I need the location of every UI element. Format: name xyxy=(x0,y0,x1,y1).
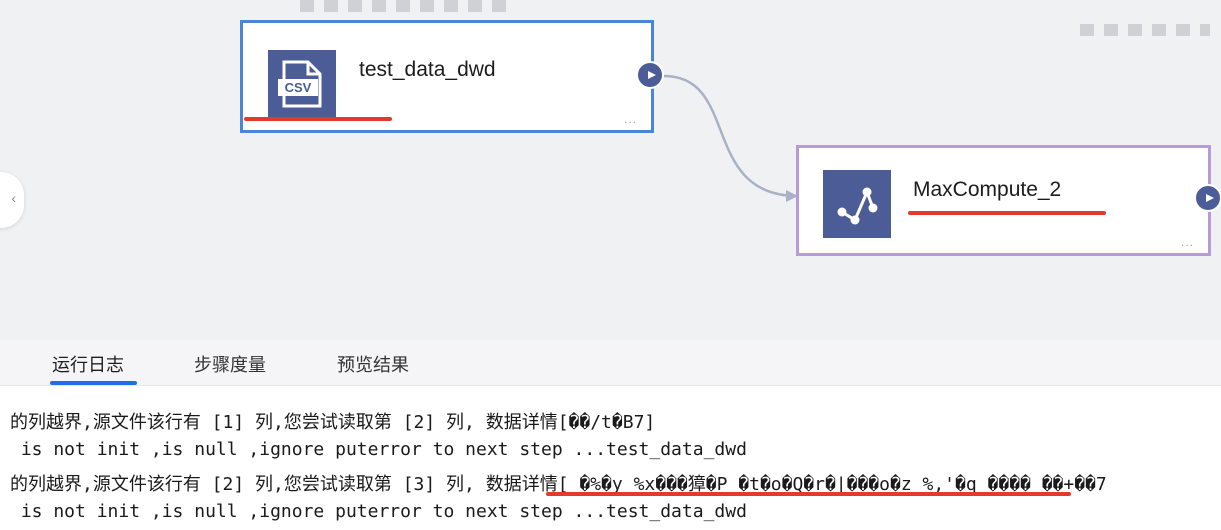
log-line: is not init ,is null ,ignore puterror to… xyxy=(10,501,747,522)
tab-preview-results[interactable]: 预览结果 xyxy=(337,355,409,375)
maxcompute-icon xyxy=(823,170,891,238)
log-line: 的列越界,源文件该行有 [1] 列,您尝试读取第 [2] 列, 数据详情[��/… xyxy=(10,412,656,433)
log-output[interactable]: 的列越界,源文件该行有 [1] 列,您尝试读取第 [2] 列, 数据详情[��/… xyxy=(0,388,1221,530)
redacted-text xyxy=(300,0,510,12)
annotation-underline xyxy=(546,492,1071,496)
annotation-underline xyxy=(908,211,1106,215)
flow-canvas[interactable]: ‹ CSV test_data_dwd ... MaxCompute_2 ... xyxy=(0,0,1221,340)
tab-step-metrics[interactable]: 步骤度量 xyxy=(194,355,266,375)
tab-run-log[interactable]: 运行日志 xyxy=(52,355,124,375)
connection-edge xyxy=(663,74,799,202)
active-tab-indicator xyxy=(50,381,137,385)
annotation-underline xyxy=(244,117,392,121)
node-more-button[interactable]: ... xyxy=(623,112,637,126)
chevron-left-icon: ‹ xyxy=(11,190,16,206)
node-title: MaxCompute_2 xyxy=(913,178,1062,201)
bottom-tab-bar: 运行日志 步骤度量 预览结果 xyxy=(0,340,1221,386)
node-maxcompute-2[interactable]: MaxCompute_2 ... xyxy=(796,145,1211,256)
node-more-button[interactable]: ... xyxy=(1180,235,1194,249)
output-port-play-icon[interactable] xyxy=(636,61,664,89)
csv-file-icon: CSV xyxy=(268,50,336,118)
node-test-data-dwd[interactable]: CSV test_data_dwd ... xyxy=(240,20,654,133)
redacted-text xyxy=(1080,24,1210,36)
log-line: is not init ,is null ,ignore puterror to… xyxy=(10,439,747,460)
output-port-play-icon[interactable] xyxy=(1194,184,1221,212)
svg-text:CSV: CSV xyxy=(285,80,312,95)
log-line: 的列越界,源文件该行有 [2] 列,您尝试读取第 [3] 列, 数据详情[ �%… xyxy=(10,474,1107,495)
node-title: test_data_dwd xyxy=(359,58,496,81)
